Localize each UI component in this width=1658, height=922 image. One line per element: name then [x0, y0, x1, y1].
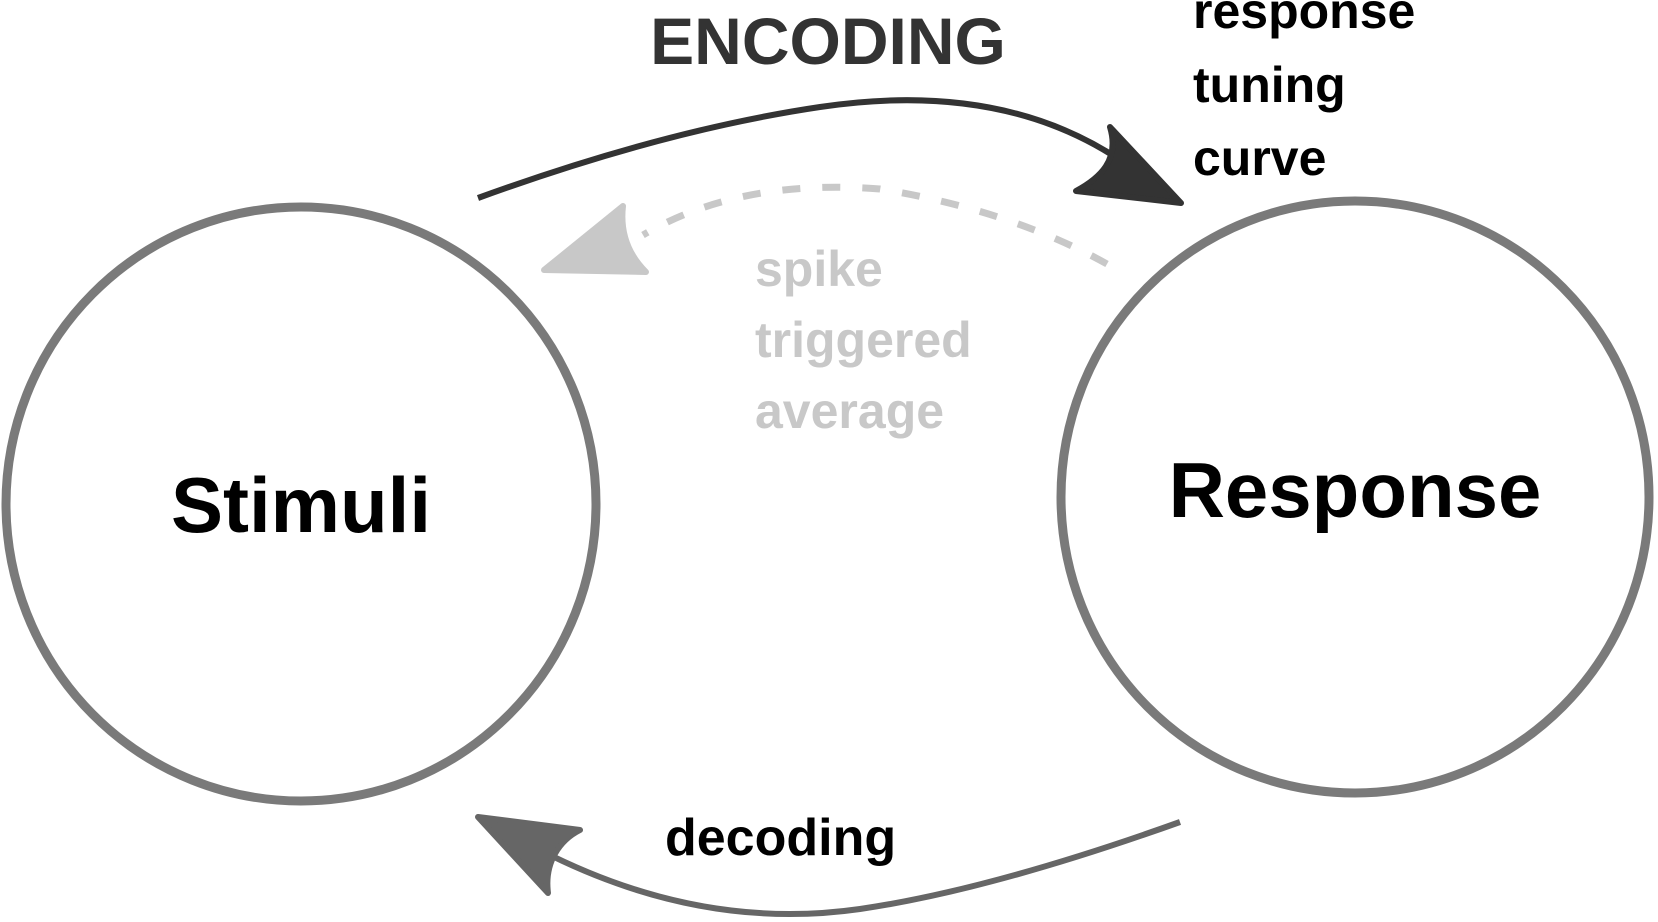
tuning-curve-line-2: tuning — [1193, 57, 1346, 113]
decoding-arrow-shaft — [538, 819, 1182, 918]
sta-arrow — [541, 183, 1109, 275]
tuning-curve-line-3: curve — [1193, 130, 1326, 186]
decoding-arrow — [475, 814, 1182, 918]
decoding-arrowhead — [475, 814, 583, 896]
stimuli-circle — [1, 202, 601, 806]
stimuli-label: Stimuli — [171, 461, 431, 549]
sta-arrowhead — [541, 203, 649, 275]
response-node: Response — [1056, 196, 1654, 798]
sta-arrow-shaft — [641, 183, 1109, 268]
response-label: Response — [1169, 446, 1542, 534]
encoding-arrow-shaft — [476, 97, 1122, 201]
stimuli-node: Stimuli — [1, 202, 601, 806]
tuning-curve-label: response tuning curve — [1193, 0, 1415, 186]
encoding-label: ENCODING — [650, 4, 1006, 78]
response-circle — [1056, 196, 1654, 798]
encoding-arrowhead — [1073, 124, 1184, 206]
decoding-label: decoding — [665, 809, 896, 867]
sta-line-3: average — [755, 383, 944, 439]
sta-line-2: triggered — [755, 312, 972, 368]
encoding-arrow — [476, 97, 1184, 206]
sta-line-1: spike — [755, 241, 883, 297]
spike-triggered-average-label: spike triggered average — [755, 241, 972, 439]
tuning-curve-line-1: response — [1193, 0, 1415, 39]
